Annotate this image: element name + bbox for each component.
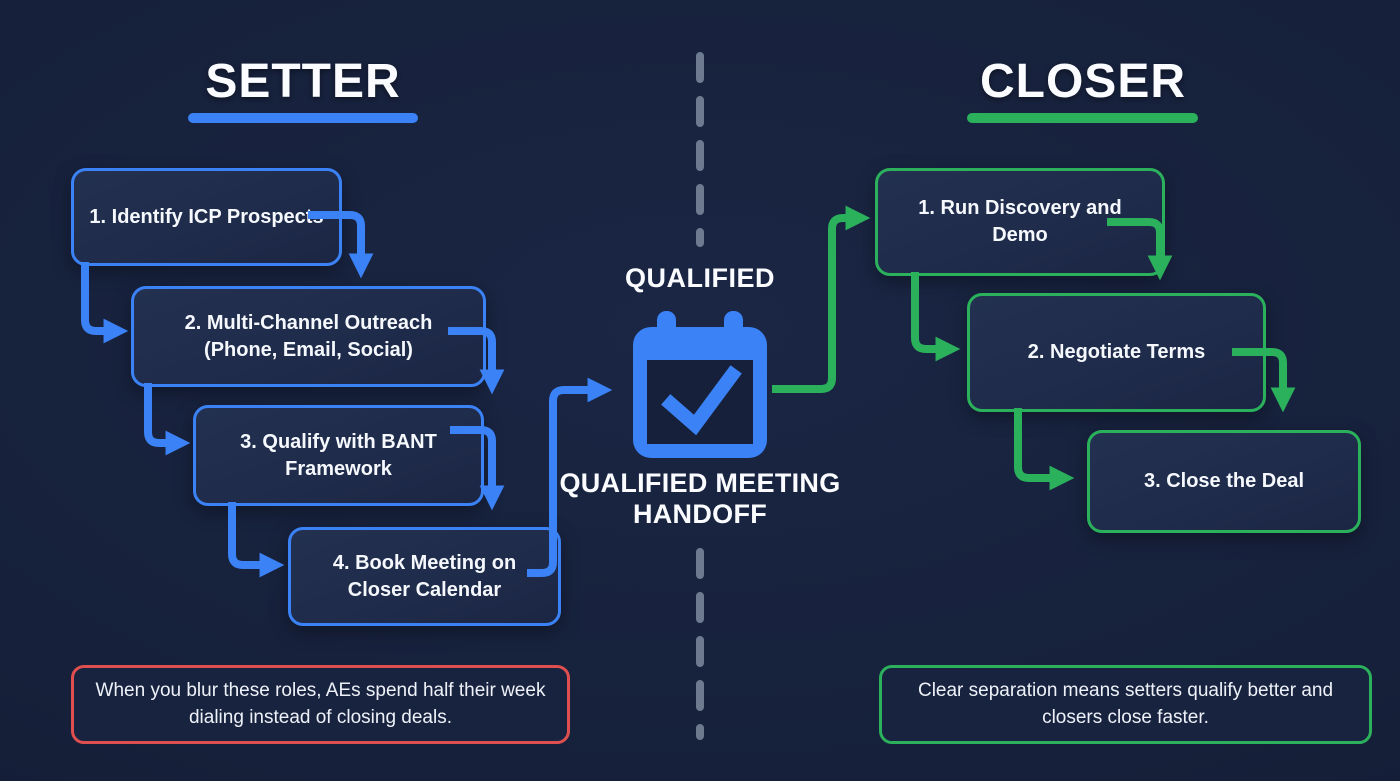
setter-column-title: SETTER [205,55,401,108]
closer-step-2-label: 2. Negotiate Terms [1027,341,1206,363]
arrow-setter-2-to-3-side [144,383,191,456]
arrow-setter-1-to-2-side [81,262,129,344]
closer-step-1-box: 1. Run Discovery and Demo [875,168,1165,276]
closer-step-2-box: 2. Negotiate Terms [967,293,1266,412]
closer-title-underline [967,113,1198,123]
arrow-closer-2-to-3-side [1014,408,1075,491]
setter-step-1-box: 1. Identify ICP Prospects [71,168,342,266]
setter-step-4-box: 4. Book Meeting on Closer Calendar [288,527,561,626]
qualified-meeting-handoff-label: QUALIFIED MEETING HANDOFF [559,468,841,530]
closer-step-3-box: 3. Close the Deal [1087,430,1361,533]
arrow-handoff-to-closer-1 [772,205,871,393]
setter-step-1-label: 1. Identify ICP Prospects [89,205,324,228]
arrow-setter-3-to-4-side [228,502,285,578]
setter-warning-text: When you blur these roles, AEs spend hal… [95,679,546,728]
setter-step-3-label: 3. Qualify with BANT Framework [240,430,437,480]
closer-step-1-label: 1. Run Discovery and Demo [918,197,1122,246]
setter-step-2-box: 2. Multi-Channel Outreach (Phone, Email,… [131,286,486,387]
qualified-label: QUALIFIED [625,263,775,293]
closer-benefit-text: Clear separation means setters qualify b… [917,679,1334,728]
setter-warning-note: When you blur these roles, AEs spend hal… [71,665,570,744]
closer-benefit-note: Clear separation means setters qualify b… [879,665,1372,744]
closer-column-title: CLOSER [979,55,1186,108]
calendar-check-icon [633,311,767,458]
arrow-closer-1-to-2-side [911,272,961,362]
setter-step-4-label: 4. Book Meeting on Closer Calendar [332,551,517,601]
calendar-checkmark [661,365,742,436]
closer-step-3-label: 3. Close the Deal [1143,470,1305,492]
setter-step-3-box: 3. Qualify with BANT Framework [193,405,484,506]
setter-step-2-label: 2. Multi-Channel Outreach (Phone, Email,… [184,311,433,361]
setter-title-underline [188,113,418,123]
